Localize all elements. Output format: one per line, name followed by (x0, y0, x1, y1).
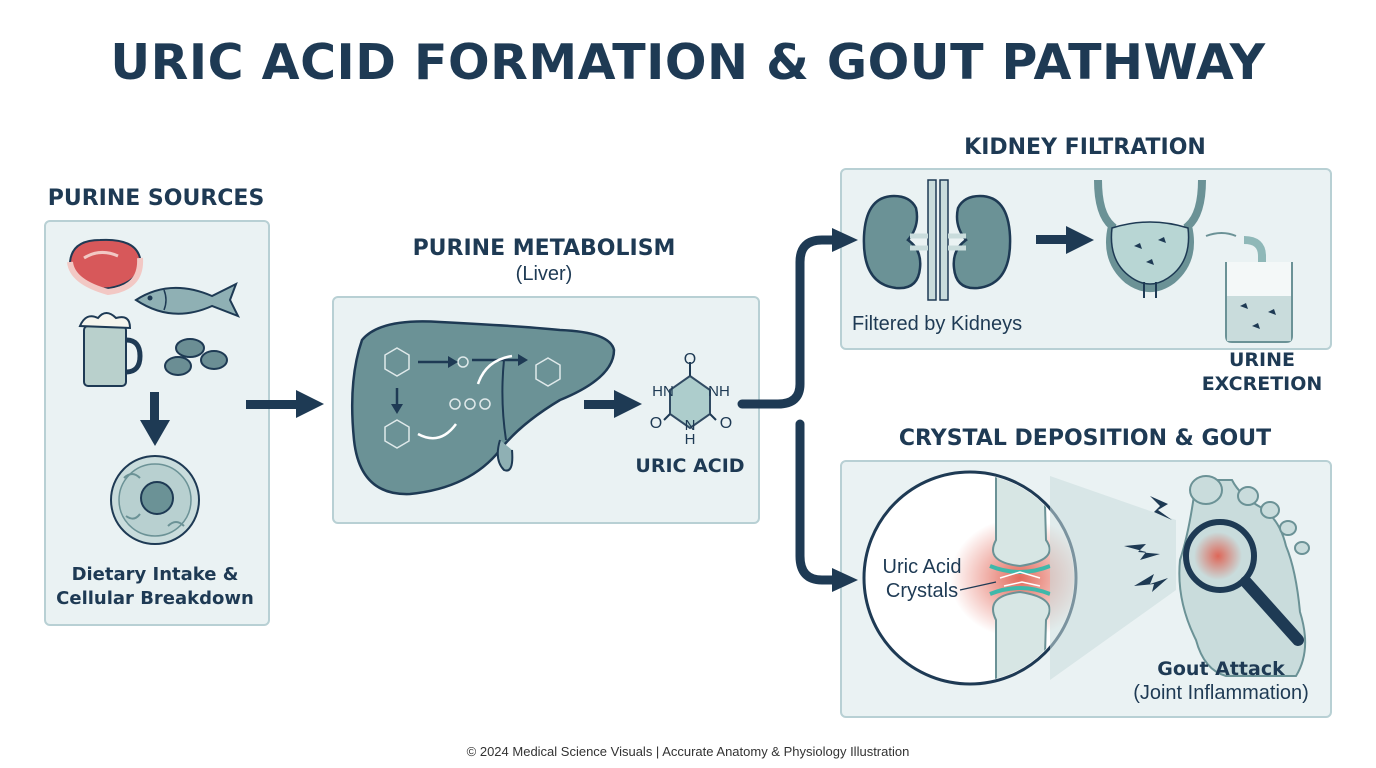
branch-connector (737, 235, 839, 585)
crystals-label-line1: Uric Acid (882, 556, 962, 578)
arrow-to-metabolism (246, 390, 324, 418)
arrow-to-kidney (832, 228, 858, 252)
urine-excretion-line1: URINE (1228, 349, 1295, 371)
pain-spark-icons (1124, 496, 1172, 592)
crystals-label-line2: Crystals (885, 580, 959, 602)
uric-acid-label: URIC ACID (635, 455, 745, 477)
atom-n-bottom: N (684, 417, 696, 434)
fish-icon (134, 281, 241, 318)
liver-icon (350, 320, 616, 496)
kidney-filtration-heading: KIDNEY FILTRATION (964, 135, 1206, 160)
magnifier-beam (1050, 476, 1176, 680)
down-arrow-icon (140, 392, 170, 446)
liver-pathway-molecules (384, 347, 561, 449)
bladder-icon (1094, 179, 1206, 298)
arrow-to-gout (832, 568, 858, 592)
joint-inflammation-label: (Joint Inflammation) (1133, 682, 1309, 704)
atom-o-left: O (649, 415, 663, 432)
liver-subheading: (Liver) (515, 263, 573, 285)
crystal-deposition-heading: CRYSTAL DEPOSITION & GOUT (898, 426, 1272, 451)
beer-mug-icon (78, 312, 143, 387)
gout-attack-label: Gout Attack (1157, 658, 1285, 680)
sources-caption-line1: Dietary Intake & (71, 564, 239, 585)
atom-h-bottom: H (684, 431, 696, 448)
footer-credit: © 2024 Medical Science Visuals | Accurat… (466, 744, 910, 759)
purine-sources-heading: PURINE SOURCES (47, 186, 265, 211)
sources-caption-line2: Cellular Breakdown (56, 588, 254, 609)
atom-hn-left: HN (652, 383, 674, 400)
uric-acid-molecule (663, 362, 717, 430)
magnifying-glass-icon (1183, 519, 1304, 646)
purine-metabolism-heading: PURINE METABOLISM (412, 236, 676, 261)
atom-nh-right: NH (708, 383, 730, 400)
kidneys-icon (862, 179, 1012, 301)
urine-excretion-line2: EXCRETION (1201, 373, 1323, 395)
arrow-to-bladder (1036, 226, 1094, 254)
atom-o-right: O (719, 415, 733, 432)
steak-icon (67, 238, 144, 296)
page-title: URIC ACID FORMATION & GOUT PATHWAY (110, 34, 1266, 91)
atom-o-top: O (683, 351, 697, 368)
kidney-caption: Filtered by Kidneys (852, 313, 1023, 335)
beans-icon (164, 338, 228, 376)
arrow-to-uric-acid (584, 390, 642, 418)
cell-icon (110, 455, 200, 545)
beaker-icon (1225, 262, 1293, 343)
